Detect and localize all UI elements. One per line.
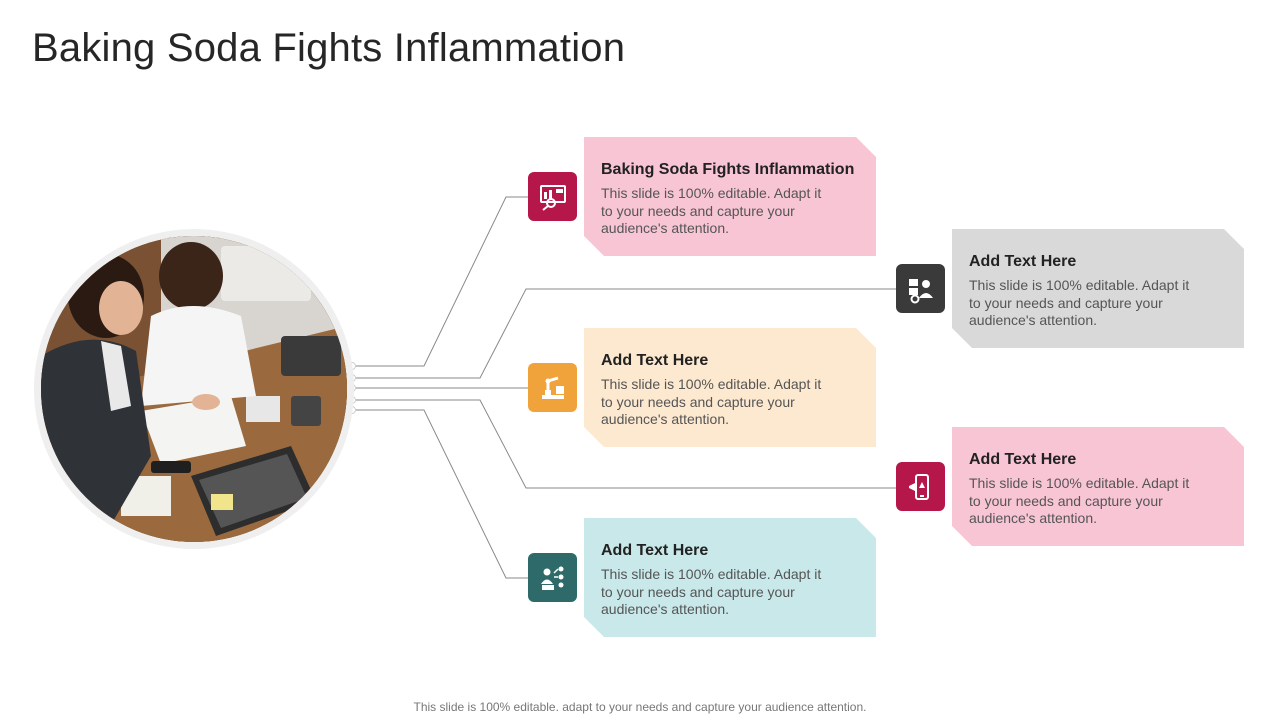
team-meeting-photo: [41, 236, 347, 542]
item-4-title: Add Text Here: [969, 451, 1077, 468]
connector-line-4: [352, 399, 898, 489]
connector-line-5: [352, 409, 530, 579]
presentation-analysis-icon: [539, 184, 566, 211]
item-2-text: This slide is 100% editable. Adapt it to…: [969, 277, 1190, 328]
item-2-title: Add Text Here: [969, 253, 1077, 270]
item-2-icon-box: [896, 264, 945, 313]
page-title: Baking Soda Fights Inflammation: [32, 26, 626, 70]
item-4-card: Add Text Here This slide is 100% editabl…: [952, 427, 1244, 546]
item-1-text: This slide is 100% editable. Adapt it to…: [601, 185, 822, 236]
robotic-arm-icon: [541, 376, 564, 399]
item-5-title: Add Text Here: [601, 542, 709, 559]
item-5-text: This slide is 100% editable. Adapt it to…: [601, 566, 822, 617]
item-1-title: Baking Soda Fights Inflammation: [601, 161, 855, 178]
connector-line-2: [352, 288, 898, 379]
item-3-card: Add Text Here This slide is 100% editabl…: [584, 328, 876, 447]
item-1-card: Baking Soda Fights Inflammation This sli…: [584, 137, 876, 256]
item-3-text: This slide is 100% editable. Adapt it to…: [601, 376, 822, 427]
workflow-people-icon: [540, 566, 563, 590]
engineer-gear-icon: [908, 278, 933, 303]
item-2-card: Add Text Here This slide is 100% editabl…: [952, 229, 1244, 348]
mobile-marketing-icon: [908, 473, 929, 500]
item-5-icon-box: [528, 553, 577, 602]
item-5-card: Add Text Here This slide is 100% editabl…: [584, 518, 876, 637]
footer-note: This slide is 100% editable. adapt to yo…: [413, 700, 867, 714]
item-4-icon-box: [896, 462, 945, 511]
item-3-title: Add Text Here: [601, 352, 709, 369]
item-3-icon-box: [528, 363, 577, 412]
item-1-icon-box: [528, 172, 577, 221]
connector-line-1: [352, 196, 530, 367]
item-4-text: This slide is 100% editable. Adapt it to…: [969, 475, 1190, 526]
